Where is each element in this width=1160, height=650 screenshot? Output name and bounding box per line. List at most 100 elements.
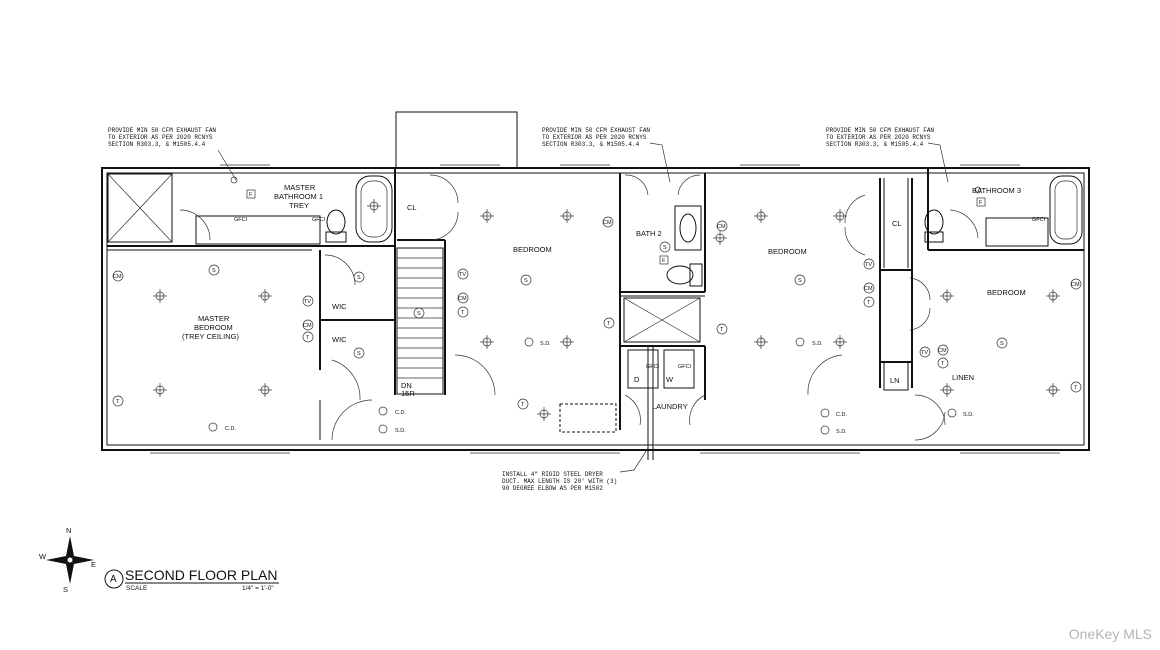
gfci-label: GFCI: [312, 217, 326, 223]
label-bath-2: BATH 2: [636, 229, 662, 238]
annotations: PROVIDE MIN 50 CFM EXHAUST FAN TO EXTERI…: [108, 127, 949, 492]
svg-text:C.D.: C.D.: [395, 410, 406, 416]
label-closet-1: CL: [407, 203, 417, 212]
svg-text:CM: CM: [1071, 282, 1080, 288]
svg-text:F: F: [979, 200, 983, 206]
label-stair-dn: DN: [401, 381, 412, 390]
label-linen-closet: LN: [890, 376, 900, 385]
label-wic-2: WIC: [332, 335, 347, 344]
exhaust-note-1-line-2: TO EXTERIOR AS PER 2020 RCNYS: [108, 134, 213, 141]
interior-walls: [107, 168, 1084, 460]
svg-text:S.D.: S.D.: [836, 429, 847, 435]
svg-text:T: T: [867, 300, 871, 306]
svg-text:S.D.: S.D.: [812, 341, 823, 347]
ceiling-light-icon: [153, 176, 1060, 421]
label-master-bath-1: MASTER: [284, 183, 316, 192]
svg-text:S: S: [357, 351, 361, 357]
gfci-label: GFCI: [678, 364, 692, 370]
exhaust-note-3-line-3: SECTION R303.3, & M1505.4.4: [826, 141, 924, 148]
label-stair-risers: 15R: [401, 389, 415, 398]
svg-text:CM: CM: [717, 224, 726, 230]
svg-text:T: T: [941, 361, 945, 367]
exhaust-note-1-line-1: PROVIDE MIN 50 CFM EXHAUST FAN: [108, 127, 216, 134]
svg-text:S: S: [1000, 341, 1004, 347]
svg-text:S: S: [798, 278, 802, 284]
svg-text:T: T: [116, 399, 120, 405]
label-master-bedroom-2: BEDROOM: [194, 323, 233, 332]
svg-text:C.D.: C.D.: [225, 426, 236, 432]
svg-text:TV: TV: [459, 272, 466, 278]
scale-value: 1/4" = 1'-0": [242, 585, 274, 592]
label-master-bedroom-1: MASTER: [198, 314, 230, 323]
tv-outlet-icon: TV TV TV TV: [302, 258, 931, 358]
svg-text:T: T: [720, 327, 724, 333]
svg-text:T: T: [306, 335, 310, 341]
svg-text:S.D.: S.D.: [395, 428, 406, 434]
label-bedroom-3: BEDROOM: [987, 288, 1026, 297]
compass-s: S: [63, 585, 68, 594]
dryer-note-line-3: 90 DEGREE ELBOW AS PER M1502: [502, 485, 603, 492]
label-master-bath-2: BATHROOM 1: [274, 192, 323, 201]
label-closet-2: CL: [892, 219, 902, 228]
svg-text:S: S: [663, 245, 667, 251]
svg-text:T: T: [607, 321, 611, 327]
svg-text:CM: CM: [864, 286, 873, 292]
svg-text:CM: CM: [603, 220, 612, 226]
label-master-bath-3: TREY: [289, 201, 309, 210]
compass-w: W: [39, 552, 47, 561]
label-linen: LINEN: [952, 373, 974, 382]
exhaust-note-3-line-1: PROVIDE MIN 50 CFM EXHAUST FAN: [826, 127, 934, 134]
svg-text:T: T: [521, 402, 525, 408]
dryer-note-line-2: DUCT. MAX LENGTH IS 20' WITH (3): [502, 478, 617, 485]
svg-text:S: S: [212, 268, 216, 274]
svg-text:S: S: [417, 311, 421, 317]
smoke-detector-icon: S S S S S S S S: [208, 186, 1008, 359]
exhaust-fan-icon: F F F: [246, 189, 986, 265]
label-master-bedroom-3: (TREY CEILING): [182, 332, 239, 341]
gfci-label: GFCI: [646, 364, 660, 370]
label-bedroom-2: BEDROOM: [768, 247, 807, 256]
label-dryer-tag: D: [634, 375, 640, 384]
dryer-note-line-1: INSTALL 4" RIGID STEEL DRYER: [502, 471, 603, 478]
svg-text:TV: TV: [865, 262, 872, 268]
gfci-label: GFCI: [234, 217, 248, 223]
svg-text:C.D.: C.D.: [836, 412, 847, 418]
label-wic-1: WIC: [332, 302, 347, 311]
compass-icon: N S E W: [39, 526, 96, 594]
svg-text:TV: TV: [304, 299, 311, 305]
label-washer-tag: W: [666, 375, 674, 384]
carbon-monoxide-icon: CM CM CM CM CM CM CM CM: [112, 216, 1082, 356]
scale-label: SCALE: [126, 585, 148, 592]
svg-text:T: T: [461, 310, 465, 316]
svg-text:T: T: [1074, 385, 1078, 391]
svg-text:CM: CM: [458, 296, 467, 302]
svg-text:F: F: [249, 192, 253, 198]
exhaust-note-1-line-3: SECTION R303.3, & M1505.4.4: [108, 141, 206, 148]
exhaust-note-2-line-2: TO EXTERIOR AS PER 2020 RCNYS: [542, 134, 647, 141]
fixtures: S S S S S S S S F F F GFCI GFCI GFCI GFC…: [112, 176, 1082, 435]
svg-text:CM: CM: [938, 348, 947, 354]
svg-text:S: S: [357, 275, 361, 281]
gfci-label: GFCI: [1032, 217, 1046, 223]
compass-n: N: [66, 526, 71, 535]
room-labels: MASTER BATHROOM 1 TREY MASTER BEDROOM (T…: [182, 183, 1026, 411]
compass-e: E: [91, 560, 96, 569]
label-laundry: LAUNDRY: [652, 402, 688, 411]
svg-text:S: S: [524, 278, 528, 284]
exhaust-note-3-line-2: TO EXTERIOR AS PER 2020 RCNYS: [826, 134, 931, 141]
svg-text:CM: CM: [113, 274, 122, 280]
plan-title: SECOND FLOOR PLAN: [125, 567, 277, 583]
label-bedroom-1: BEDROOM: [513, 245, 552, 254]
exterior-walls: [101, 111, 1090, 454]
svg-text:S.D.: S.D.: [540, 341, 551, 347]
exhaust-note-2-line-3: SECTION R303.3, & M1505.4.4: [542, 141, 640, 148]
svg-text:TV: TV: [921, 350, 928, 356]
svg-text:F: F: [662, 258, 666, 264]
title-marker: A: [110, 574, 117, 585]
watermark: OneKey MLS: [1068, 626, 1152, 642]
svg-text:CM: CM: [303, 323, 312, 329]
exhaust-note-2-line-1: PROVIDE MIN 50 CFM EXHAUST FAN: [542, 127, 650, 134]
title-block: A SECOND FLOOR PLAN SCALE 1/4" = 1'-0": [104, 567, 279, 592]
svg-text:S.D.: S.D.: [963, 412, 974, 418]
